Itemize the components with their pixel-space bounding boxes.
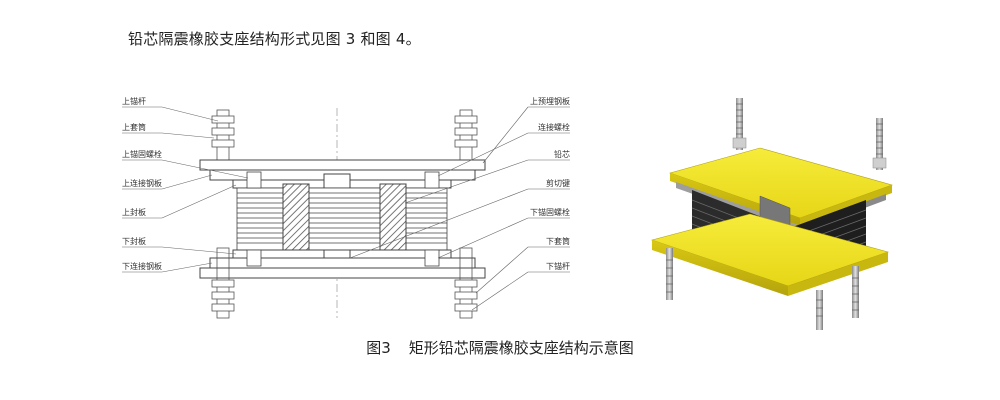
figure-caption: 图3 矩形铅芯隔震橡胶支座结构示意图: [0, 337, 1000, 358]
label-left: 上连接钢板: [122, 178, 162, 188]
bottom-rods: [666, 248, 859, 330]
bearing-section-drawing: 上锚杆 上套筒 上锚固螺栓 上连接钢板 上封板 下封板 下连接钢板 上预埋钢板 …: [122, 96, 570, 319]
label-left: 上锚杆: [122, 96, 146, 106]
label-left: 下连接钢板: [122, 261, 162, 271]
bottom-anchor-right: [454, 247, 478, 319]
figure-number: 图3: [366, 339, 391, 357]
top-rods: [732, 98, 887, 170]
leader-lines-left: [122, 106, 249, 273]
bottom-anchor-left: [211, 247, 235, 319]
label-right: 下锚杆: [546, 261, 570, 271]
label-left: 下封板: [122, 236, 146, 246]
label-right: 铅芯: [554, 149, 570, 159]
label-right: 剪切键: [546, 178, 570, 188]
label-right: 下套筒: [546, 236, 570, 246]
lead-core-right: [379, 183, 407, 255]
rubber-layers: [236, 187, 448, 251]
intro-paragraph: 铅芯隔震橡胶支座结构形式见图 3 和图 4。: [128, 30, 421, 48]
lower-embedded-plate: [199, 267, 486, 279]
figure-title: 矩形铅芯隔震橡胶支座结构示意图: [408, 339, 634, 357]
leader-lines-right: [349, 106, 570, 311]
label-left: 上套筒: [122, 122, 146, 132]
bottom-plate: [650, 213, 890, 296]
label-left: 上封板: [122, 207, 146, 217]
connection-bolts: [246, 171, 440, 267]
shear-key-top: [323, 173, 351, 189]
label-right: 下锚固螺栓: [530, 207, 570, 217]
bearing-3d-render: [650, 98, 893, 330]
lead-core-left: [282, 183, 310, 255]
label-right: 连接螺栓: [538, 122, 570, 132]
upper-embedded-plate: [199, 159, 486, 171]
label-left: 上锚固螺栓: [122, 149, 162, 159]
label-right: 上预埋钢板: [530, 96, 570, 106]
